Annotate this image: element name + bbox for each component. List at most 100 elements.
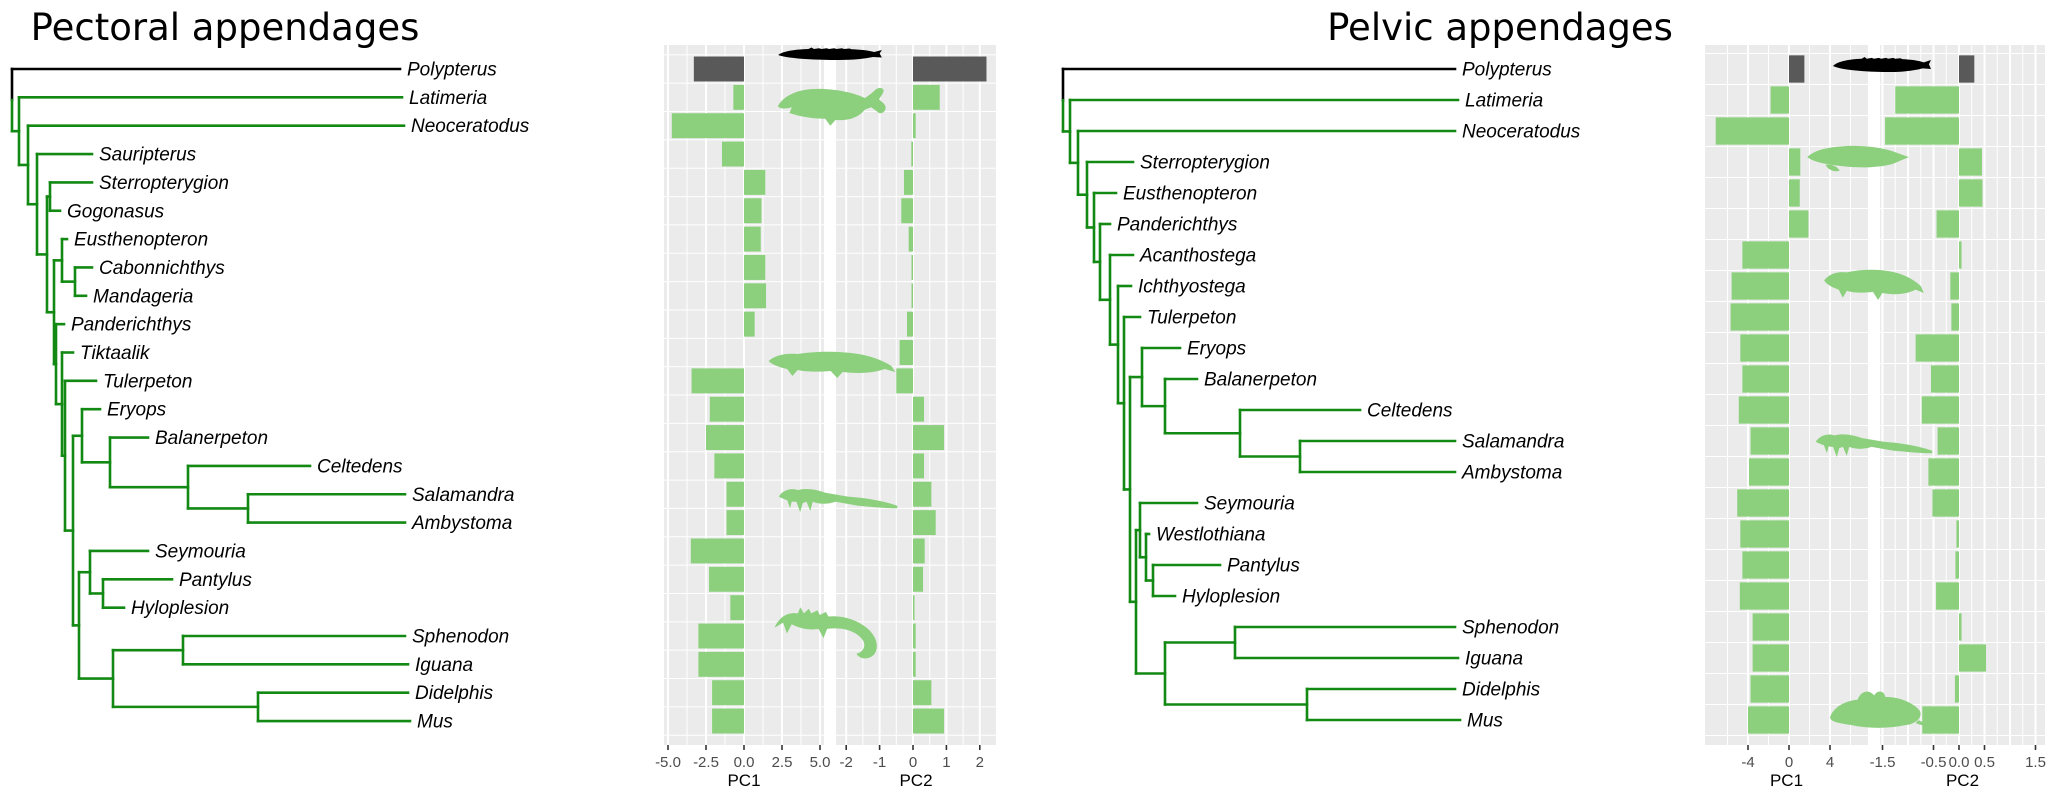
bar-pc2-Hyloplesion <box>913 595 915 621</box>
bar-pc2-Westlothiana <box>1956 520 1959 548</box>
axis-tick-label: -4 <box>1741 754 1754 771</box>
bar-pc2-Balanerpeton <box>913 425 945 451</box>
salamander-icon <box>1815 434 1933 458</box>
bar-pc2-Neoceratodus <box>913 113 916 139</box>
bar-pc1-Eryops <box>1740 334 1789 362</box>
taxon-label-Gogonasus: Gogonasus <box>67 201 165 222</box>
bar-pc2-Latimeria <box>913 84 940 110</box>
taxa-labels-pelvic: PolypterusLatimeriaNeoceratodusSterropte… <box>1117 60 1581 732</box>
bar-pc1-Eryops <box>709 396 744 422</box>
axis-tick-label: -2.5 <box>693 754 719 771</box>
bar-pc1-Polypterus <box>1789 55 1805 83</box>
taxon-label-Eryops: Eryops <box>107 400 167 421</box>
tree-pelvic <box>1061 67 1462 722</box>
bar-pc1-Iguana <box>698 651 744 677</box>
bar-pc1-Didelphis <box>1750 675 1789 703</box>
panel-title-pelvic: Pelvic appendages <box>1327 6 1673 49</box>
taxon-label-Latimeria: Latimeria <box>409 88 487 109</box>
bar-pc1-Didelphis <box>712 680 744 706</box>
bar-pc2-Mandageria <box>911 283 913 309</box>
taxon-label-Neoceratodus: Neoceratodus <box>1462 122 1581 143</box>
taxon-label-Pantylus: Pantylus <box>179 570 252 591</box>
axis-title-pc1: PC1 <box>727 771 760 786</box>
bar-pc1-Acanthostega <box>1742 241 1789 269</box>
bar-pc1-Tulerpeton <box>1730 303 1789 331</box>
axis-title-pc2: PC2 <box>1946 771 1979 786</box>
salamander-icon <box>778 489 898 513</box>
bar-pc1-Panderichthys <box>744 311 755 337</box>
bar-pc2-Ambystoma <box>913 510 936 536</box>
bar-pc1-Seymouria <box>1737 489 1789 517</box>
bar-pc2-Eryops <box>1915 334 1959 362</box>
taxon-label-Acanthostega: Acanthostega <box>1139 246 1256 267</box>
axis-tick-label: 0.0 <box>734 754 755 771</box>
bar-pc2-Sterropterygion <box>903 169 913 195</box>
bar-pc2-Balanerpeton <box>1930 365 1959 393</box>
taxon-label-Ambystoma: Ambystoma <box>411 513 512 534</box>
bar-pc1-Ambystoma <box>1749 458 1789 486</box>
bar-pc2-Panderichthys <box>906 311 913 337</box>
bar-pc2-Hyloplesion <box>1936 582 1959 610</box>
bar-pc1-Eusthenopteron <box>1789 179 1800 207</box>
taxon-label-Sterropterygion: Sterropterygion <box>99 173 229 194</box>
bar-pc1-Balanerpeton <box>706 425 744 451</box>
taxon-label-Latimeria: Latimeria <box>1465 91 1543 112</box>
taxon-label-Sauripterus: Sauripterus <box>99 145 197 166</box>
taxon-label-Mus: Mus <box>417 712 453 733</box>
taxon-label-Panderichthys: Panderichthys <box>71 315 192 336</box>
taxon-label-Pantylus: Pantylus <box>1227 556 1300 577</box>
bar-pc1-Latimeria <box>733 84 744 110</box>
pc2-bars-pelvic <box>1885 55 1987 734</box>
axis-tick-label: -1.5 <box>1870 754 1896 771</box>
polypterus-fish-icon <box>1833 57 1931 72</box>
bar-pc1-Neoceratodus <box>671 113 744 139</box>
bar-pc1-Celtedens <box>1738 396 1789 424</box>
bar-pc2-Iguana <box>1959 644 1987 672</box>
bar-pc2-Eusthenopteron <box>1959 179 1983 207</box>
taxon-label-Tulerpeton: Tulerpeton <box>103 371 192 392</box>
taxon-label-Cabonnichthys: Cabonnichthys <box>99 258 225 279</box>
bar-pc1-Sterropterygion <box>1789 148 1801 176</box>
panel-title-pectoral: Pectoral appendages <box>30 6 420 49</box>
taxon-label-Polypterus: Polypterus <box>1462 60 1552 81</box>
bar-pc2-Celtedens <box>1921 396 1959 424</box>
taxon-label-Celtedens: Celtedens <box>317 456 403 477</box>
bar-pc2-Eryops <box>913 396 925 422</box>
bar-pc2-Cabonnichthys <box>911 254 913 280</box>
taxon-label-Tiktaalik: Tiktaalik <box>80 343 151 364</box>
bar-pc2-Latimeria <box>1895 86 1959 114</box>
bar-pc1-Ichthyostega <box>1731 272 1789 300</box>
taxon-label-Celtedens: Celtedens <box>1367 401 1453 422</box>
bar-pc1-Pantylus <box>709 566 744 592</box>
bar-pc2-Tulerpeton <box>896 368 913 394</box>
taxon-label-Ichthyostega: Ichthyostega <box>1138 277 1246 298</box>
bar-pc2-Sphenodon <box>1959 613 1962 641</box>
taxon-label-Didelphis: Didelphis <box>1462 680 1541 701</box>
bar-pc2-Sphenodon <box>913 623 916 649</box>
bar-pc1-Mandageria <box>744 283 767 309</box>
taxon-label-Eryops: Eryops <box>1187 339 1247 360</box>
bar-pc2-Pantylus <box>1955 551 1959 579</box>
axis-tick-label: 1.5 <box>2025 754 2046 771</box>
axis-tick-label: -1 <box>873 754 886 771</box>
taxon-label-Hyloplesion: Hyloplesion <box>1182 587 1280 608</box>
axis-tick-label: 0.0 <box>1949 754 1970 771</box>
bar-pc2-Mus <box>1922 706 1959 734</box>
bar-pc2-Acanthostega <box>1959 241 1962 269</box>
coelacanth-fish-icon <box>777 87 886 126</box>
bar-pc1-Salamandra <box>1750 427 1789 455</box>
pc2-bars-pectoral <box>896 56 987 734</box>
axis-tick-label: 1 <box>942 754 950 771</box>
bar-pc2-Iguana <box>913 651 916 677</box>
bar-pc1-Westlothiana <box>1740 520 1789 548</box>
axis-title-pc1: PC1 <box>1770 771 1803 786</box>
bar-pc2-Seymouria <box>913 538 925 564</box>
bar-pc2-Polypterus <box>913 56 987 82</box>
axis-tick-label: 0 <box>1785 754 1793 771</box>
